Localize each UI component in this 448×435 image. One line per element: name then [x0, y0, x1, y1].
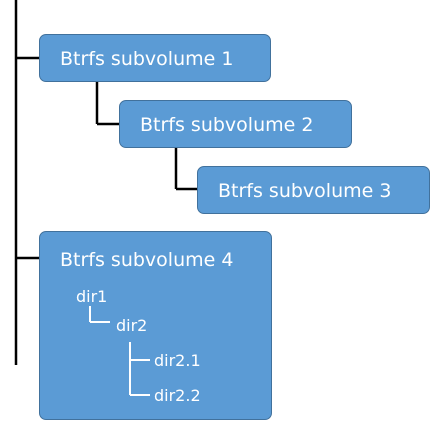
subvolume-4-label: Btrfs subvolume 4 [60, 249, 234, 271]
subvolume-1-label: Btrfs subvolume 1 [60, 48, 234, 70]
dir2-label: dir2 [116, 316, 148, 335]
subvolume-2-label: Btrfs subvolume 2 [140, 114, 314, 136]
dir2-1-label: dir2.1 [154, 351, 201, 370]
subvolume-1-node: Btrfs subvolume 1 [39, 34, 271, 82]
subvolume-4-node: Btrfs subvolume 4 dir1 dir2 dir2.1 dir2.… [39, 231, 272, 420]
dir2-2-label: dir2.2 [154, 386, 201, 405]
subvolume-3-node: Btrfs subvolume 3 [197, 166, 430, 214]
dir1-label: dir1 [76, 287, 108, 306]
directory-tree-lines [89, 306, 150, 396]
subvolume-2-node: Btrfs subvolume 2 [119, 100, 352, 148]
subvolume-3-label: Btrfs subvolume 3 [218, 180, 392, 202]
